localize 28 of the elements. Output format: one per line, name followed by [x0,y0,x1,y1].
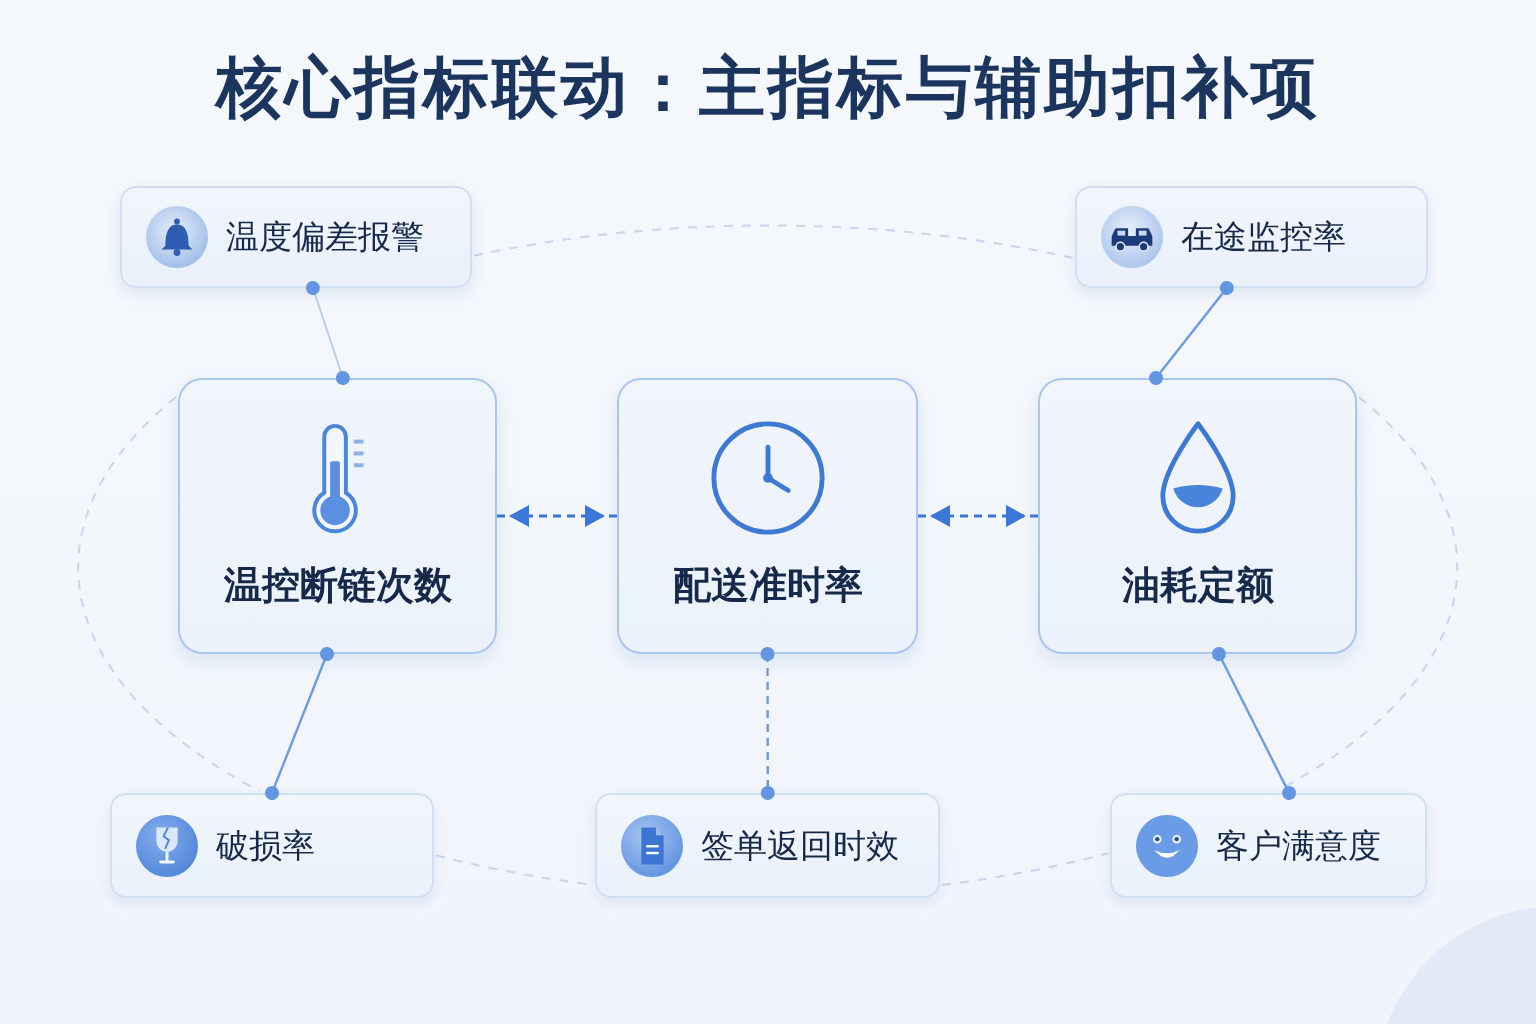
connector-line [760,647,775,800]
sub-metric-card [595,793,940,898]
sub-metric-card [120,186,472,288]
connector-line [265,647,334,800]
dashed-orbit-line [1275,396,1458,792]
connector-line [1149,281,1234,385]
metric-label: 油耗定额 [1121,562,1274,608]
dashed-orbit-line [473,224,1074,260]
metric-card [178,378,497,654]
connector-line [305,281,350,385]
metric-label: 温度偏差报警 [226,217,424,257]
sub-metric-card [1075,186,1428,288]
metric-label: 配送准时率 [672,562,863,608]
dashed-double-arrow [918,505,1038,527]
diagram-title: 核心指标联动：主指标与辅助扣补项 [216,48,1320,128]
dashed-orbit-line [941,852,1109,886]
metric-label: 温控断链次数 [223,562,452,608]
sub-metric-card [110,793,434,898]
dashed-orbit-line [77,396,261,792]
metric-card [617,378,918,654]
dashed-double-arrow [497,505,617,527]
sub-metric-card [1110,793,1427,898]
metric-label: 在途监控率 [1181,217,1346,257]
connector-line [1211,647,1297,800]
metric-label: 签单返回时效 [701,825,899,866]
metric-card [1038,378,1357,654]
metric-label: 破损率 [216,825,315,866]
metric-label: 客户满意度 [1216,825,1381,866]
